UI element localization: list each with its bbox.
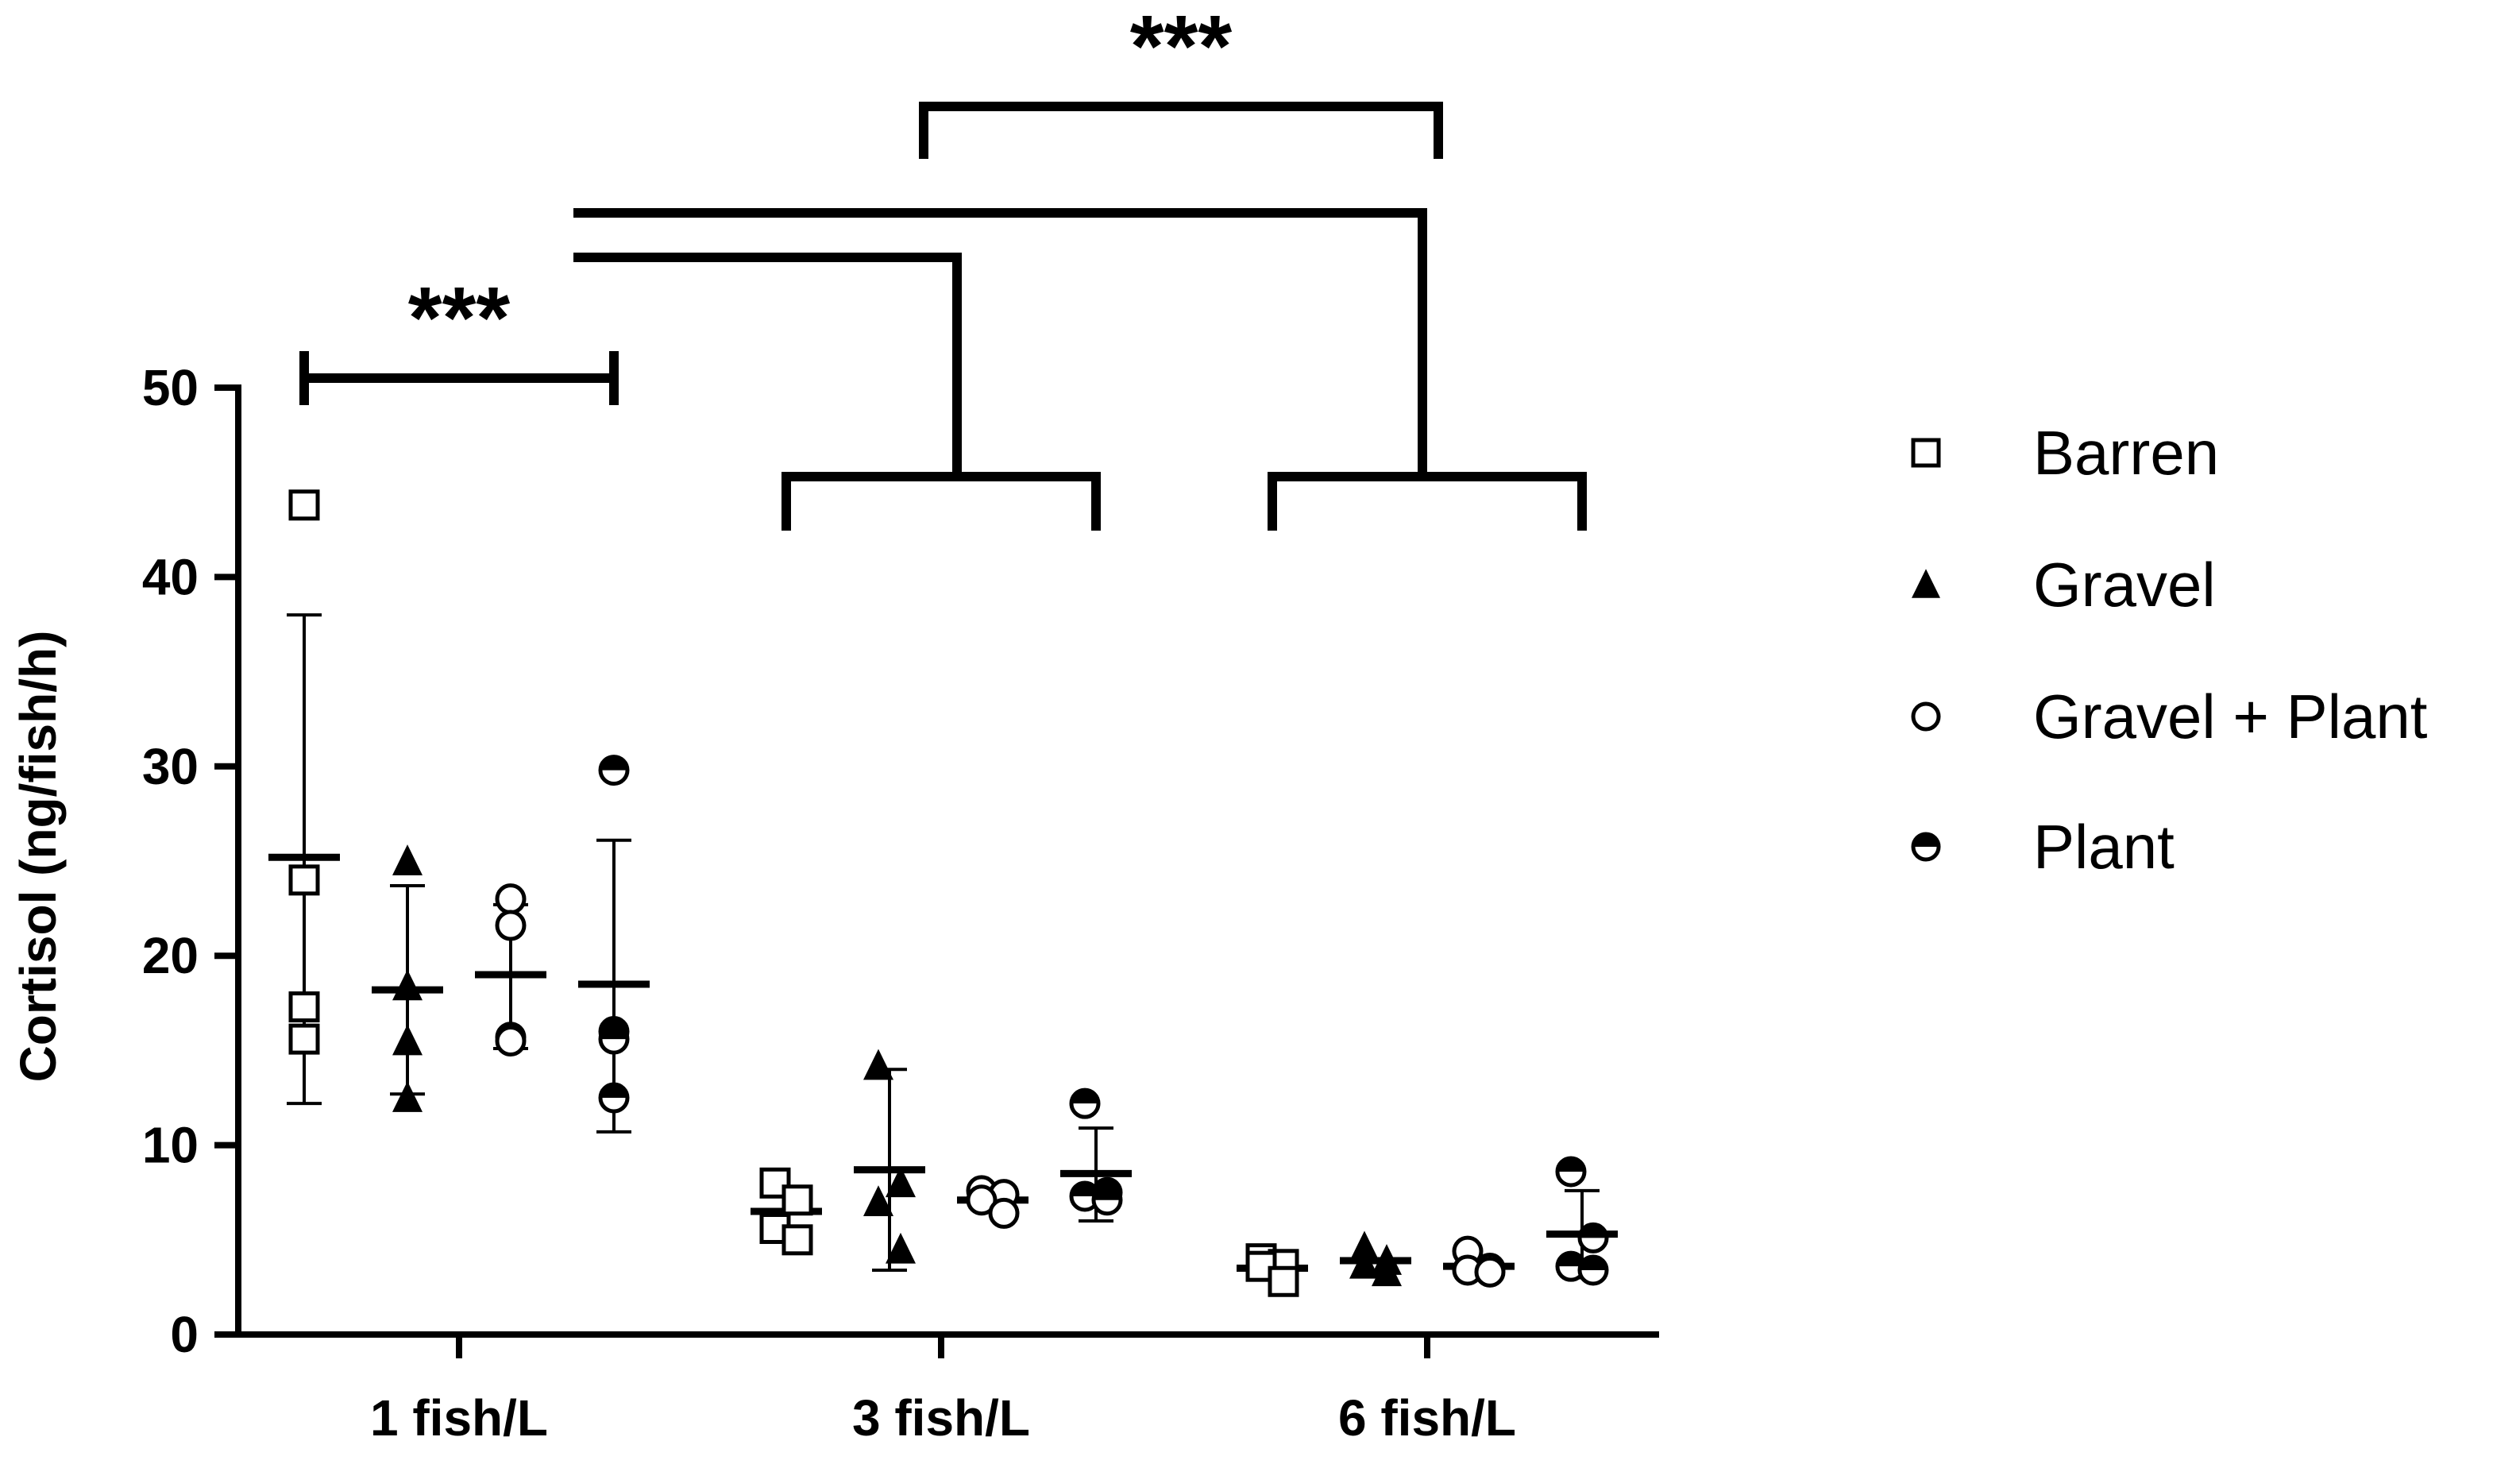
gravel-plant-point <box>495 1025 527 1056</box>
plant-point <box>598 1082 630 1114</box>
plant-point <box>1577 1254 1609 1286</box>
significance-brackets: *** *** <box>299 0 1587 531</box>
significance-bracket-1fish <box>299 351 619 405</box>
significance-stars: *** <box>408 269 511 367</box>
barren-point <box>288 489 320 521</box>
gravel-plant-point <box>1911 701 1941 732</box>
x-tick-label: 6 fish/L <box>1338 1389 1516 1447</box>
gravel-plant-point <box>495 883 527 915</box>
gravel-point <box>863 1185 893 1216</box>
gravel-plant-point <box>495 910 527 941</box>
plant-point-fill <box>600 756 627 771</box>
comparison-line-1-to-6 <box>573 208 1427 477</box>
plant-point <box>1069 1180 1101 1212</box>
gravel-point <box>392 1024 423 1056</box>
plant-point <box>598 1023 630 1055</box>
significance-stars: *** <box>1130 0 1233 95</box>
gravel-point <box>392 844 423 875</box>
plant-point-fill <box>1557 1253 1584 1267</box>
barren-point <box>781 1184 813 1216</box>
y-tick-label: 30 <box>142 738 199 795</box>
plant-point-fill <box>1913 834 1939 847</box>
plant-point-fill <box>1580 1224 1607 1238</box>
gravel-point <box>1912 569 1940 598</box>
gravel-plant-point <box>988 1197 1020 1229</box>
y-tick-label: 40 <box>142 548 199 605</box>
barren-point <box>288 864 320 896</box>
barren-point <box>1268 1265 1299 1297</box>
barren-point <box>1911 438 1941 468</box>
group-bracket-6fish <box>1268 472 1587 531</box>
legend-label: Gravel <box>2033 550 2216 620</box>
plant-point <box>1577 1222 1609 1253</box>
comparison-line-1-to-3 <box>573 253 962 477</box>
y-tick-label: 0 <box>170 1306 199 1363</box>
legend-item: Gravel + Plant <box>1911 682 2428 751</box>
plant-point <box>1555 1156 1587 1188</box>
gravel-plant-point <box>966 1184 998 1216</box>
barren-point <box>288 991 320 1023</box>
barren-point <box>781 1224 813 1256</box>
gravel-point <box>886 1166 916 1198</box>
plant-point-fill <box>1580 1256 1607 1270</box>
gravel-point <box>1349 1230 1380 1262</box>
x-tick-label: 3 fish/L <box>852 1389 1030 1447</box>
x-tick-label: 1 fish/L <box>370 1389 548 1447</box>
y-axis-label: Cortisol (ng/fish/h) <box>10 631 67 1083</box>
legend-label: Barren <box>2033 418 2219 488</box>
plant-point <box>598 755 630 786</box>
axes <box>235 384 1659 1338</box>
legend-item: Gravel <box>1912 550 2216 620</box>
x-axis-ticks: 1 fish/L 3 fish/L 6 fish/L <box>370 1335 1516 1447</box>
legend-item: Plant <box>1911 812 2175 882</box>
plant-point <box>1911 832 1941 862</box>
gravel-point <box>392 969 423 1001</box>
legend-label: Plant <box>2033 812 2175 882</box>
barren-point <box>288 1023 320 1055</box>
y-axis-ticks: 0 10 20 30 40 50 <box>142 359 238 1363</box>
plant-point-fill <box>600 1026 627 1040</box>
y-tick-label: 20 <box>142 927 199 984</box>
legend-label: Gravel + Plant <box>2033 682 2428 751</box>
data-points <box>288 489 1609 1297</box>
plant-point <box>1091 1184 1123 1216</box>
gravel-point <box>1349 1247 1380 1279</box>
error-bars <box>287 613 1600 1280</box>
significance-bracket-3-vs-6 <box>919 102 1443 159</box>
plant-point-fill <box>1557 1157 1584 1172</box>
y-tick-label: 50 <box>142 359 199 416</box>
gravel-plant-point <box>1474 1256 1506 1288</box>
plant-point-fill <box>600 1084 627 1098</box>
plant-point <box>1069 1087 1101 1119</box>
gravel-point <box>863 1049 893 1080</box>
gravel-point <box>392 1081 423 1112</box>
mean-lines <box>268 853 1618 1273</box>
gravel-point <box>1372 1255 1402 1287</box>
plant-point-fill <box>1071 1090 1098 1104</box>
group-bracket-3fish <box>781 472 1101 531</box>
y-tick-label: 10 <box>142 1117 199 1174</box>
legend-item: Barren <box>1911 418 2219 488</box>
gravel-point <box>886 1232 916 1264</box>
plant-point-fill <box>1071 1182 1098 1196</box>
plant-point-fill <box>1094 1186 1121 1200</box>
